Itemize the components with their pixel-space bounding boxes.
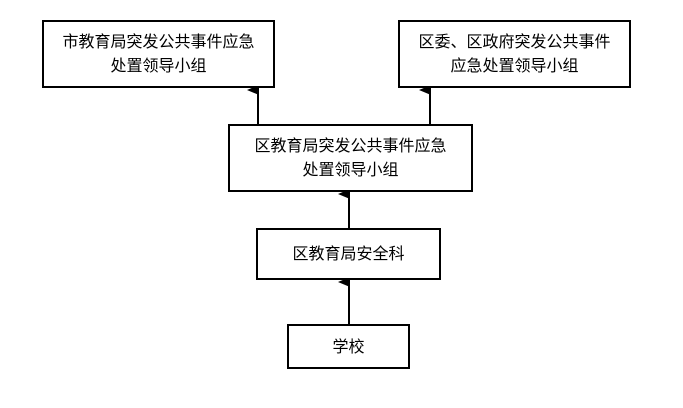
city-group-label-line1: 市教育局突发公共事件应急 [62,32,255,51]
bureau-group-label-line1: 区教育局突发公共事件应急 [254,136,447,155]
city-group-label-line2: 处置领导小组 [110,56,207,75]
safety-section-box: 区教育局安全科 [256,228,441,280]
school-box: 学校 [287,324,410,369]
district-gov-group-label-line1: 区委、区政府突发公共事件 [418,32,611,51]
district-government-emergency-group-box: 区委、区政府突发公共事件 应急处置领导小组 [398,20,631,88]
district-gov-group-label-line2: 应急处置领导小组 [450,56,579,75]
school-label: 学校 [332,336,365,356]
district-education-bureau-emergency-group-box: 区教育局突发公共事件应急 处置领导小组 [228,124,473,192]
safety-section-label: 区教育局安全科 [292,244,405,263]
bureau-group-label-line2: 处置领导小组 [302,160,399,179]
city-education-bureau-emergency-group-box: 市教育局突发公共事件应急 处置领导小组 [42,20,275,88]
